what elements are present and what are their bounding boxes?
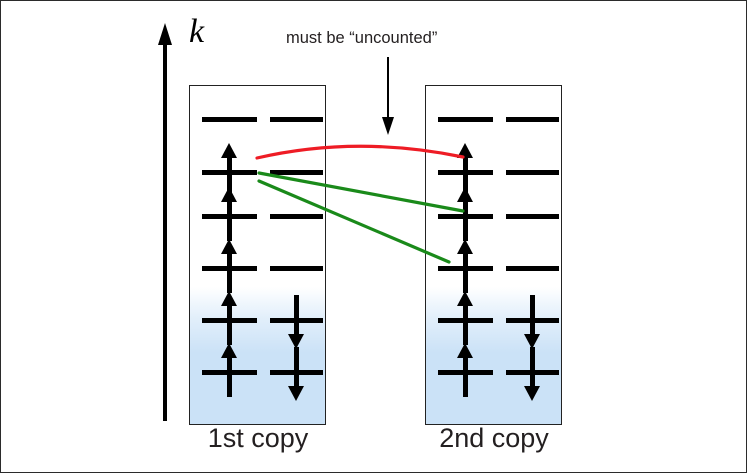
spin-up-arrow-icon [457, 239, 474, 293]
energy-level-segment-right [270, 117, 323, 122]
energy-level-segment-right [506, 170, 559, 175]
spin-up-arrow-icon [457, 343, 474, 397]
annotation-down-arrow-icon [382, 57, 394, 135]
energy-level-segment-right [270, 170, 323, 175]
spin-down-arrow-icon [288, 347, 305, 401]
copy-box-1 [189, 85, 326, 425]
energy-level-segment-right [270, 266, 323, 271]
k-axis-label: k [189, 13, 205, 50]
copy-box-2 [425, 85, 562, 425]
spin-down-arrow-icon [524, 347, 541, 401]
annotation-text: must be “uncounted” [286, 29, 438, 47]
spin-down-arrow-icon [288, 295, 305, 349]
energy-level-segment-right [506, 214, 559, 219]
copy-label-2: 2nd copy [439, 423, 549, 453]
energy-level-segment-right [506, 117, 559, 122]
spin-up-arrow-icon [221, 291, 238, 345]
spin-up-arrow-icon [221, 187, 238, 241]
k-axis-arrow-icon [158, 23, 172, 421]
spin-up-arrow-icon [221, 343, 238, 397]
fermi-sea-fill-2 [426, 287, 561, 424]
energy-level-segment-right [270, 214, 323, 219]
copy-label-1: 1st copy [207, 423, 309, 453]
energy-level-segment-left [202, 117, 257, 122]
energy-level-segment-right [506, 266, 559, 271]
energy-level-segment-left [438, 117, 493, 122]
spin-up-arrow-icon [457, 291, 474, 345]
spin-up-arrow-icon [221, 239, 238, 293]
spin-down-arrow-icon [524, 295, 541, 349]
fermi-sea-fill-1 [190, 287, 325, 424]
spin-up-arrow-icon [221, 143, 238, 197]
spin-up-arrow-icon [457, 187, 474, 241]
